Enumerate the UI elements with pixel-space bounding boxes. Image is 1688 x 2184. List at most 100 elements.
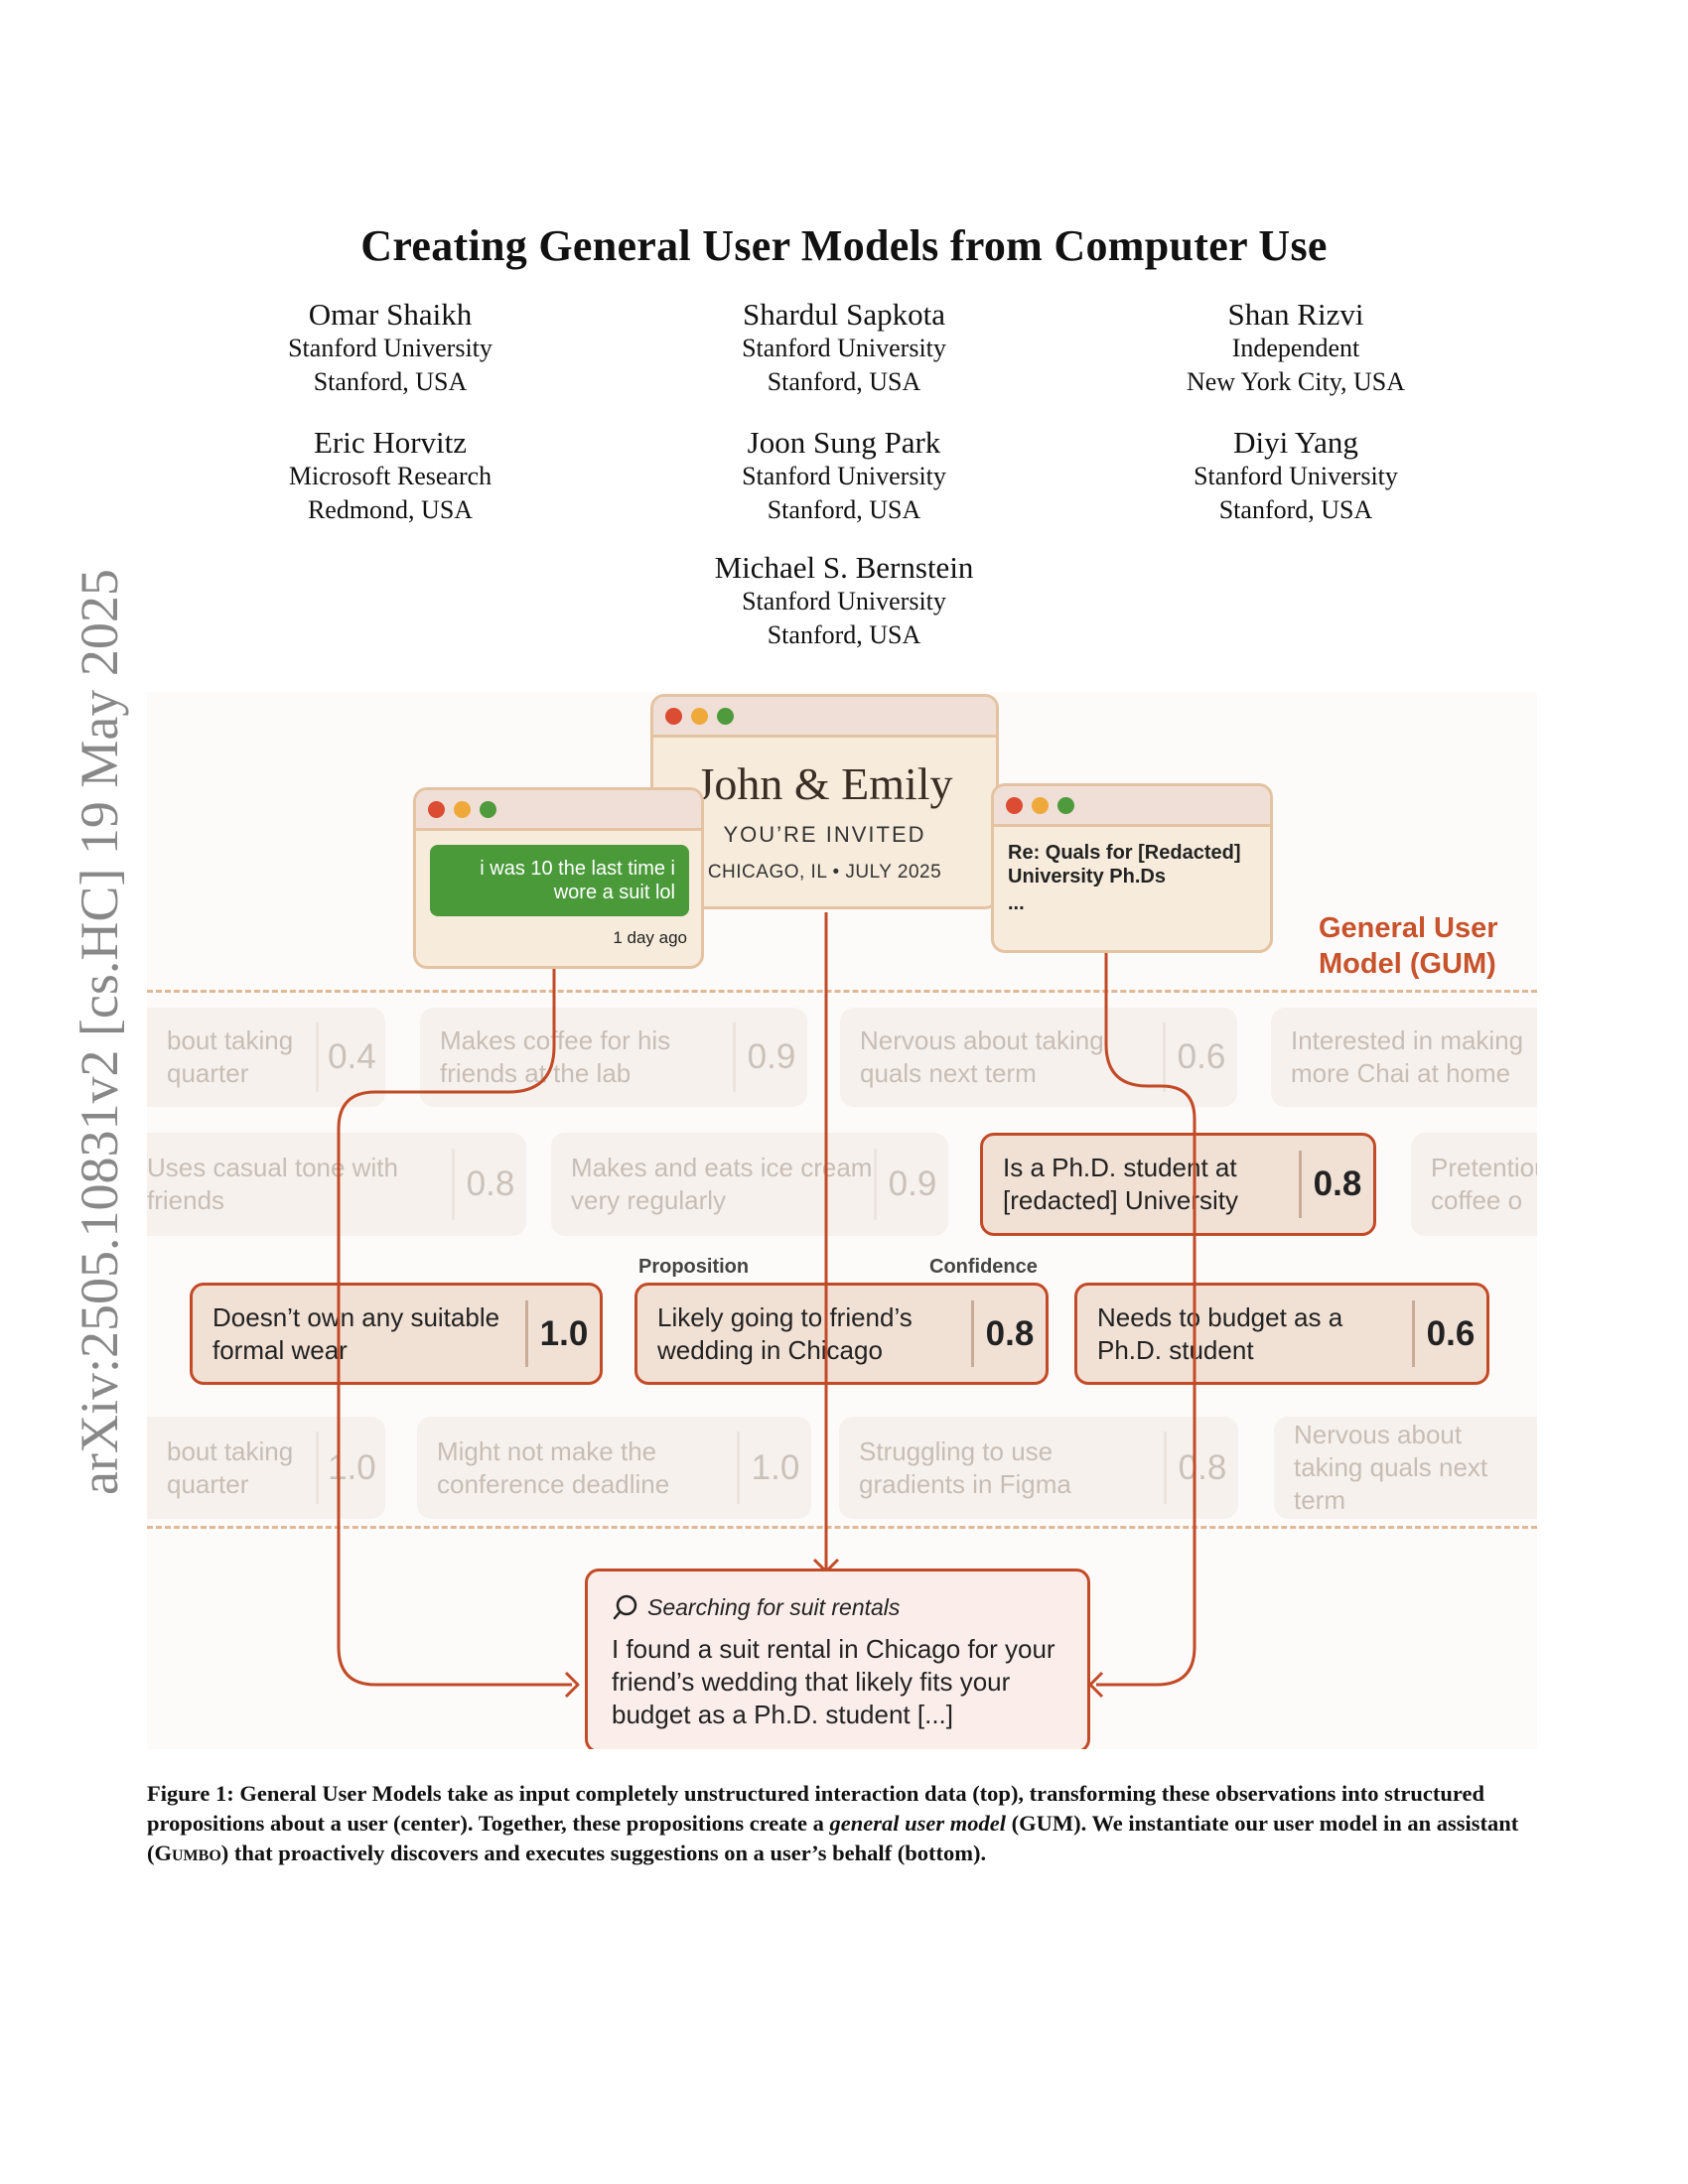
author-location: Stanford, USA xyxy=(1218,495,1373,524)
arrow-chat-to-result xyxy=(337,958,572,1687)
chat-message-bubble: i was 10 the last time i wore a suit lol xyxy=(430,845,689,916)
proposition-text: Might not make the conference deadline xyxy=(437,1435,670,1499)
gum-label-line: Model (GUM) xyxy=(1319,948,1496,980)
invitation-names: John & Emily xyxy=(696,758,953,809)
proposition-text: Makes and eats ice cream very regularly xyxy=(571,1153,873,1215)
close-dot-icon xyxy=(428,801,445,818)
proposition-text: Nervous about taking quals next term xyxy=(860,1025,1104,1088)
arxiv-identifier: arXiv:2505.10831v2 [cs.HC] 19 May 2025 xyxy=(70,569,129,1495)
close-dot-icon xyxy=(1006,797,1023,814)
card-divider xyxy=(1163,1023,1166,1092)
proposition-card-faded: Might not make the conference deadline 1… xyxy=(417,1417,811,1519)
proposition-card-faded: Struggling to use gradients in Figma 0.8 xyxy=(839,1417,1238,1519)
assistant-action: Searching for suit rentals xyxy=(612,1593,1087,1621)
email-subject: Re: Quals for [Redacted] University Ph.D… xyxy=(1008,842,1241,887)
proposition-card-faded: bout taking quarter 1.0 xyxy=(147,1417,385,1519)
gum-top-boundary xyxy=(147,990,1537,993)
proposition-text: Nervous about taking quals next term xyxy=(1294,1420,1488,1515)
card-divider xyxy=(316,1432,319,1504)
confidence-label: Confidence xyxy=(929,1256,1038,1278)
email-window: Re: Quals for [Redacted] University Ph.D… xyxy=(991,783,1273,953)
confidence-score: 0.4 xyxy=(328,1037,376,1076)
card-divider xyxy=(525,1299,528,1368)
maximize-dot-icon xyxy=(1057,797,1074,814)
paper-title: Creating General User Models from Comput… xyxy=(360,221,1328,270)
card-divider xyxy=(1412,1299,1415,1368)
minimize-dot-icon xyxy=(454,801,471,818)
author-affiliation: Stanford University xyxy=(742,462,946,490)
author-location: Stanford, USA xyxy=(767,495,921,524)
proposition-text: Likely going to friend’s wedding in Chic… xyxy=(657,1301,913,1365)
invitation-details: CHICAGO, IL • JULY 2025 xyxy=(707,862,942,883)
proposition-card-active: Is a Ph.D. student at [redacted] Univers… xyxy=(980,1133,1376,1236)
author-block: Shardul Sapkota Stanford University Stan… xyxy=(645,298,1043,399)
proposition-card-faded: Nervous about taking quals next term xyxy=(1274,1417,1537,1519)
caption-text: (GUM). We instantiate our user model in … xyxy=(147,1811,1519,1865)
author-name: Shardul Sapkota xyxy=(742,297,946,332)
proposition-card-faded: Interested in making more Chai at home xyxy=(1271,1008,1537,1107)
confidence-score: 0.8 xyxy=(1313,1164,1362,1203)
proposition-card-faded: Uses casual tone with friends 0.8 xyxy=(147,1133,526,1236)
proposition-text: Uses casual tone with friends xyxy=(147,1153,398,1215)
caption-emphasis: general user model xyxy=(829,1811,1007,1836)
author-affiliation: Stanford University xyxy=(742,334,946,362)
proposition-text: Interested in making more Chai at home xyxy=(1291,1025,1524,1088)
arrow-head-left xyxy=(564,1671,580,1699)
arrow-email-to-result xyxy=(1096,950,1196,1687)
proposition-card-faded: Pretentious coffee o xyxy=(1411,1133,1537,1236)
author-name: Omar Shaikh xyxy=(308,297,473,332)
proposition-text: Is a Ph.D. student at [redacted] Univers… xyxy=(1003,1153,1238,1215)
proposition-card-active: Needs to budget as a Ph.D. student 0.6 xyxy=(1074,1283,1489,1385)
author-affiliation: Stanford University xyxy=(1194,462,1398,490)
window-titlebar xyxy=(416,790,701,831)
email-body: ... xyxy=(1008,892,1025,914)
minimize-dot-icon xyxy=(1032,797,1049,814)
confidence-score: 0.6 xyxy=(1177,1037,1226,1076)
author-location: Stanford, USA xyxy=(767,620,921,649)
proposition-text: Doesn’t own any suitable formal wear xyxy=(212,1301,500,1365)
confidence-score: 0.9 xyxy=(888,1164,937,1203)
assistant-action-text: Searching for suit rentals xyxy=(647,1593,901,1620)
card-divider xyxy=(733,1023,736,1092)
window-titlebar xyxy=(653,697,996,738)
proposition-text: Needs to budget as a Ph.D. student xyxy=(1097,1301,1343,1365)
caption-text: ) that proactively discovers and execute… xyxy=(220,1841,987,1865)
author-block: Diyi Yang Stanford University Stanford, … xyxy=(1097,426,1494,527)
author-affiliation: Stanford University xyxy=(288,334,492,362)
figure-gum-overview: bout taking quarter 0.4 Makes coffee for… xyxy=(147,692,1537,1749)
author-affiliation: Stanford University xyxy=(742,587,946,615)
chat-window: i was 10 the last time i wore a suit lol… xyxy=(413,787,704,969)
proposition-card-active: Likely going to friend’s wedding in Chic… xyxy=(634,1283,1049,1385)
author-location: Stanford, USA xyxy=(767,367,921,396)
author-name: Shan Rizvi xyxy=(1227,297,1364,332)
caption-text: General User Models take as input comple… xyxy=(147,1781,1484,1836)
proposition-card-faded: Makes and eats ice cream very regularly … xyxy=(551,1133,948,1236)
figure-caption: Figure 1: General User Models take as in… xyxy=(147,1779,1537,1868)
assistant-message: I found a suit rental in Chicago for you… xyxy=(612,1634,1055,1729)
proposition-card-faded: Nervous about taking quals next term 0.6 xyxy=(840,1008,1237,1107)
author-affiliation: Microsoft Research xyxy=(288,462,492,490)
card-divider xyxy=(1164,1432,1167,1504)
proposition-text: Struggling to use gradients in Figma xyxy=(859,1435,1071,1499)
gum-label: General User Model (GUM) xyxy=(1319,910,1498,982)
card-divider xyxy=(1299,1150,1302,1219)
arrow-head-right xyxy=(1088,1671,1104,1699)
proposition-label: Proposition xyxy=(638,1256,750,1278)
search-icon xyxy=(613,1594,637,1620)
maximize-dot-icon xyxy=(480,801,496,818)
author-location: Stanford, USA xyxy=(313,367,468,396)
proposition-card-faded: bout taking quarter 0.4 xyxy=(147,1008,385,1107)
confidence-score: 1.0 xyxy=(328,1447,376,1487)
author-block: Shan Rizvi Independent New York City, US… xyxy=(1097,298,1494,399)
card-divider xyxy=(316,1023,319,1092)
invitation-subtitle: YOU’RE INVITED xyxy=(723,822,926,847)
proposition-text: Pretentious coffee o xyxy=(1431,1153,1537,1215)
caption-label: Figure 1: xyxy=(147,1781,234,1806)
system-name: Gumbo xyxy=(154,1841,221,1865)
gum-bottom-boundary xyxy=(147,1526,1537,1529)
proposition-text: bout taking quarter xyxy=(167,1025,294,1088)
confidence-score: 0.8 xyxy=(466,1164,515,1203)
author-name: Michael S. Bernstein xyxy=(714,550,974,585)
author-name: Diyi Yang xyxy=(1233,425,1358,460)
close-dot-icon xyxy=(665,708,682,725)
